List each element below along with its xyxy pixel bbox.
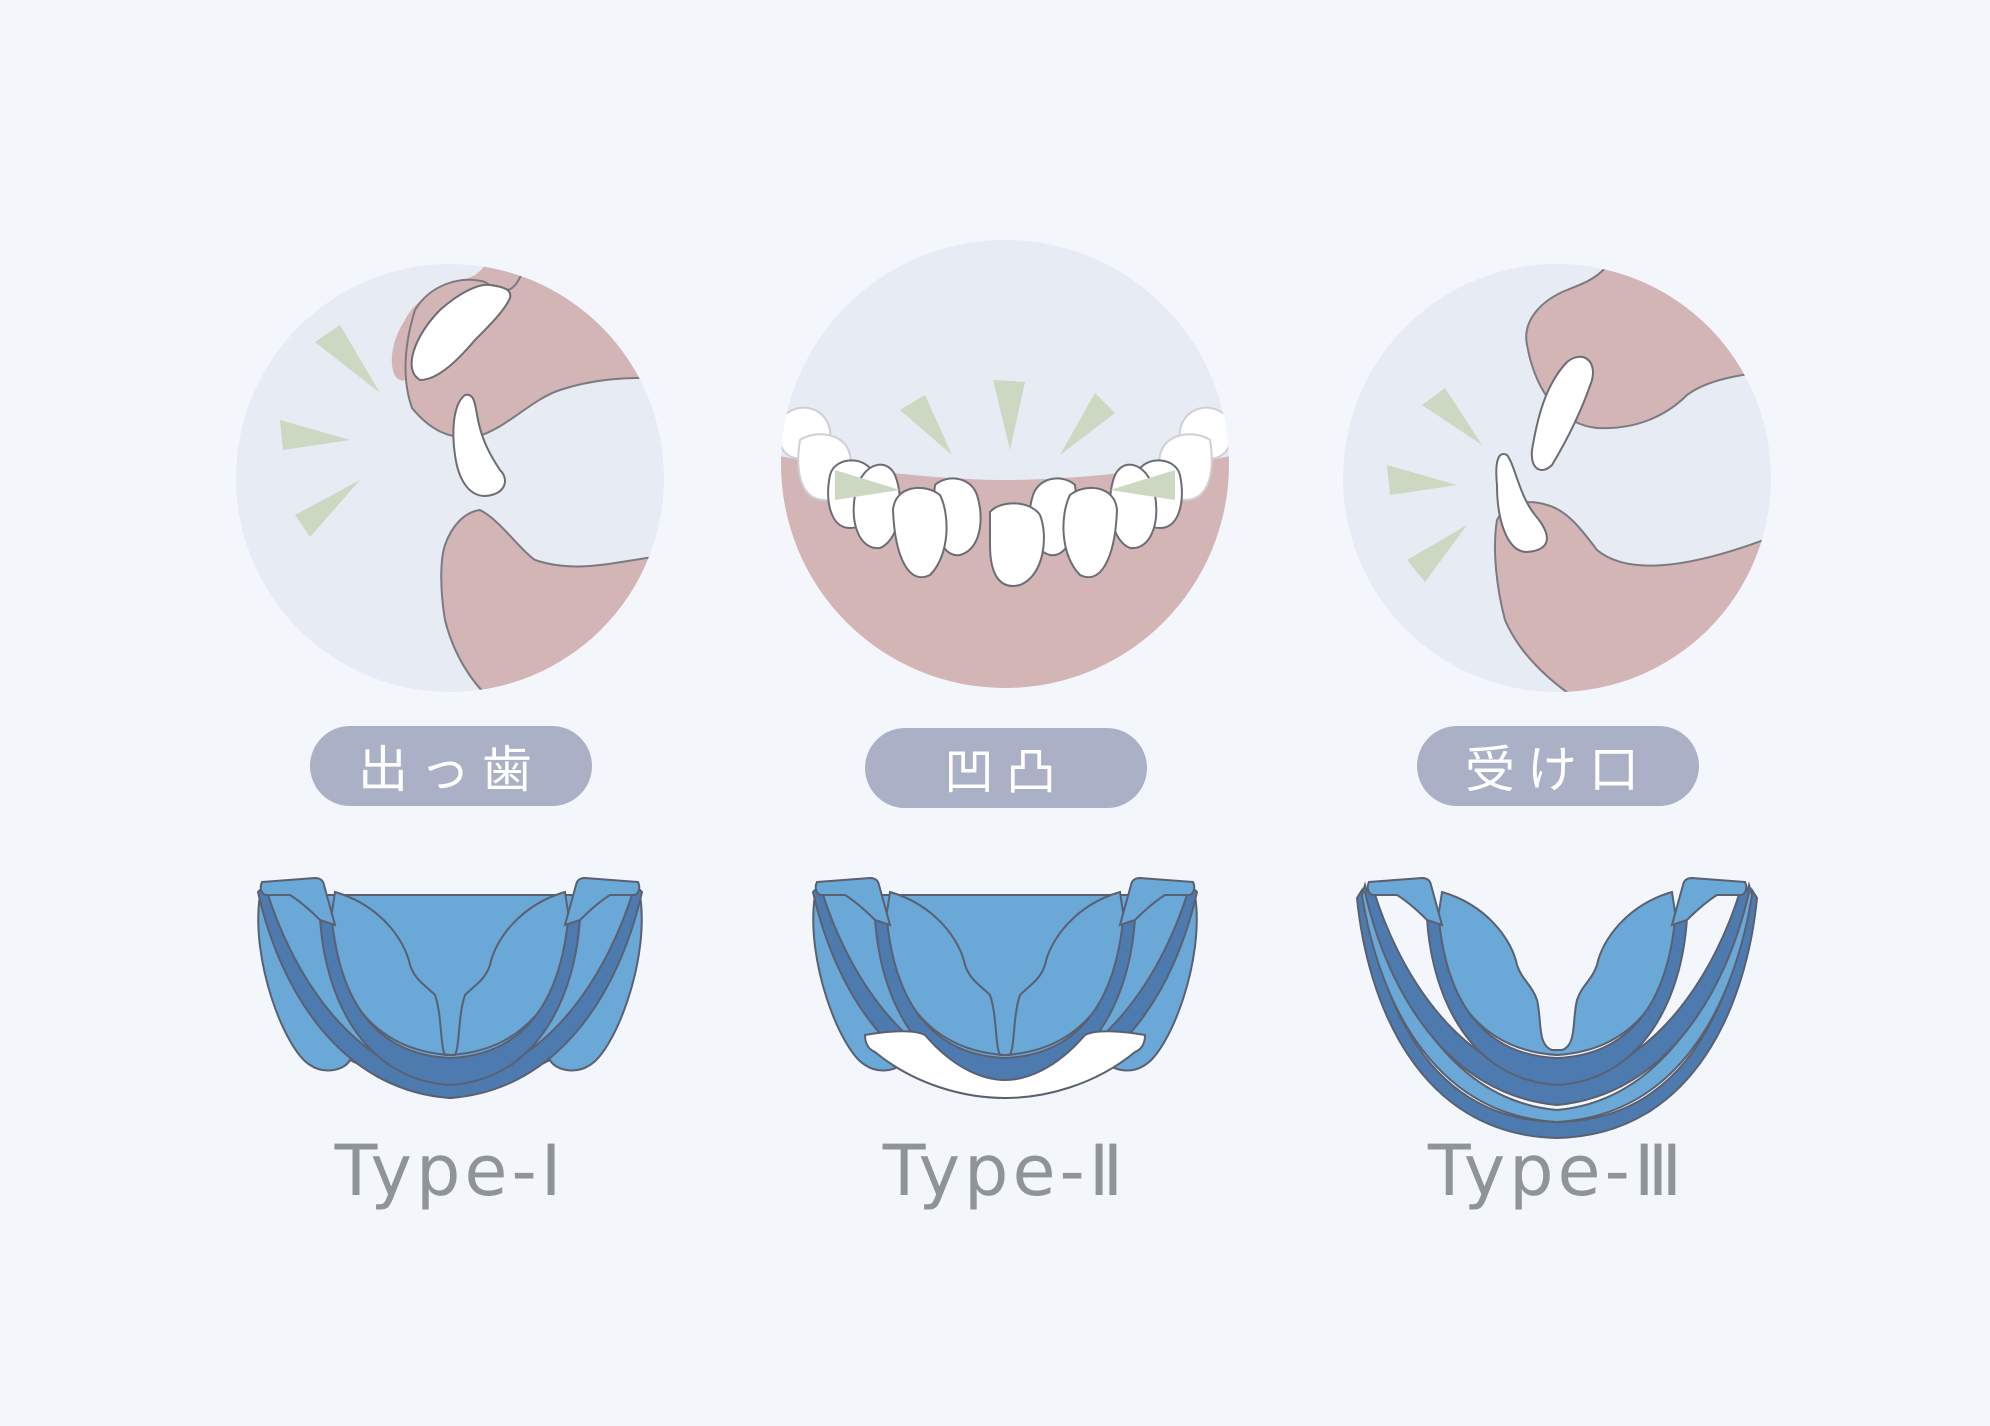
- underbite-illustration: [1343, 264, 1771, 692]
- panel-type-3: 受け口 Type-Ⅲ: [1297, 0, 1817, 1426]
- type-label: Type-Ⅰ: [334, 1130, 566, 1212]
- crowded-teeth-illustration: [781, 240, 1229, 688]
- condition-pill: 受け口: [1417, 726, 1699, 806]
- condition-pill: 出っ歯: [310, 726, 592, 806]
- mouthpiece-type-1-icon: [256, 876, 644, 1100]
- panel-type-2: 凹凸 Type-Ⅱ: [745, 0, 1265, 1426]
- mouthpiece-type-2-icon: [811, 876, 1199, 1100]
- condition-label: 出っ歯: [358, 741, 544, 799]
- panel-type-1: 出っ歯 Type-Ⅰ: [190, 0, 710, 1426]
- type-label: Type-Ⅲ: [1427, 1130, 1687, 1212]
- condition-label: 受け口: [1465, 741, 1651, 799]
- condition-label: 凹凸: [944, 743, 1068, 801]
- mouthpiece-type-3-icon: [1355, 876, 1759, 1140]
- overbite-illustration: [236, 264, 664, 692]
- type-label: Type-Ⅱ: [882, 1130, 1128, 1212]
- condition-pill: 凹凸: [865, 728, 1147, 808]
